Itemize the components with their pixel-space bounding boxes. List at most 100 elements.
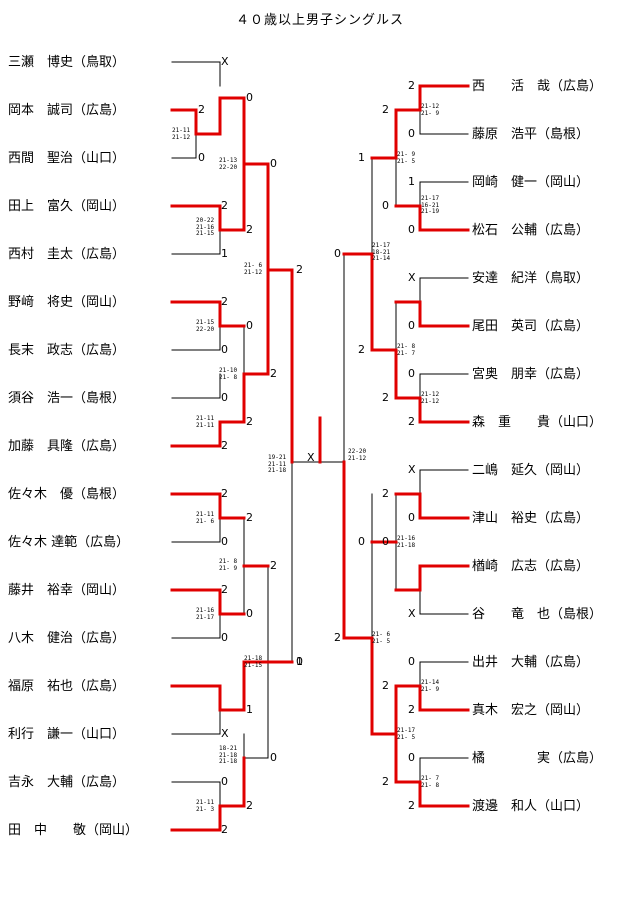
right-player: 安達 紀洋（鳥取） [472,271,590,286]
match-mark: X [221,727,229,740]
right-player: 渡邊 和人（山口） [472,799,590,814]
match-score: 2 [408,799,415,812]
left-player: 佐々木 優（島根） [8,487,126,502]
right-player: 橘 実（広島） [472,751,603,766]
right-player: 二嶋 延久（岡山） [472,463,590,478]
left-player: 岡本 誠司（広島） [8,103,126,118]
right-player: 尾田 英司（広島） [472,319,590,334]
match-mark: X [408,607,416,620]
match-score: 2 [382,775,389,788]
match-score: 2 [270,559,277,572]
game-score: 21-15 22-20 [196,319,215,333]
match-score: 2 [246,799,253,812]
match-mark: X [221,55,229,68]
final-mark: X [307,451,315,464]
left-player: 加藤 具隆（広島） [8,439,126,454]
match-score: 1 [358,151,365,164]
game-score: 21-13 22-20 [219,157,238,171]
game-score: 21- 8 21- 7 [397,343,416,357]
game-score: 21- 6 21-12 [244,262,263,276]
game-score: 21-17 18-21 21-14 [372,242,391,262]
right-player: 岡崎 健一（岡山） [472,175,590,190]
game-score: 21-17 16-21 21-19 [421,195,440,215]
match-score: 0 [221,391,228,404]
left-player: 三瀬 博史（鳥取） [8,55,126,70]
match-score: 1 [408,175,415,188]
right-player: 宮奥 朋幸（広島） [472,367,590,382]
match-score: 0 [296,655,303,668]
game-score: 21-10 21- 8 [219,367,238,381]
match-score: 0 [198,151,205,164]
match-score: 2 [221,199,228,212]
match-score: 2 [221,295,228,308]
match-score: 2 [221,823,228,836]
left-player: 長末 政志（広島） [8,343,126,358]
match-score: 0 [334,247,341,260]
game-score: 21-11 21- 6 [196,511,215,525]
left-player: 吉永 大輔（広島） [8,775,126,790]
right-player: 津山 裕史（広島） [472,511,590,526]
match-score: 0 [408,223,415,236]
game-score: 21-12 21- 9 [421,103,440,117]
match-score: 2 [198,103,205,116]
match-score: 0 [221,343,228,356]
match-score: 1 [246,703,253,716]
match-score: 0 [246,319,253,332]
match-score: 0 [221,775,228,788]
match-score: 0 [221,631,228,644]
left-player: 藤井 裕幸（岡山） [8,583,126,598]
game-score: 22-20 21-12 [348,448,367,462]
right-player: 森 重 貴（山口） [472,415,603,430]
right-player: 谷 竜 也（島根） [472,607,603,622]
right-player: 松石 公輔（広島） [472,223,590,238]
game-score: 21- 9 21- 5 [397,151,416,165]
match-score: 2 [246,223,253,236]
game-score: 21-12 21-12 [421,391,440,405]
right-player: 西 活 哉（広島） [472,79,603,94]
match-score: 2 [246,511,253,524]
game-score: 21- 7 21- 8 [421,775,440,789]
match-score: 1 [296,655,303,668]
left-player: 佐々木 達範（広島） [8,535,130,550]
match-score: 2 [382,391,389,404]
match-mark: X [408,463,416,476]
match-score: 2 [382,103,389,116]
match-score: 0 [408,367,415,380]
match-score: 0 [270,751,277,764]
right-player: 楢崎 広志（広島） [472,559,590,574]
game-score: 18-21 21-18 21-18 [219,745,238,765]
match-score: 0 [408,751,415,764]
game-score: 21-14 21- 9 [421,679,440,693]
match-mark: X [408,271,416,284]
match-score: 0 [246,607,253,620]
match-score: 2 [246,415,253,428]
game-score: 21-16 21-17 [196,607,215,621]
match-score: 0 [408,319,415,332]
left-player: 福原 祐也（広島） [8,679,126,694]
match-score: 2 [221,583,228,596]
match-score: 2 [382,487,389,500]
game-score: 21-17 21- 5 [397,727,416,741]
match-score: 2 [221,487,228,500]
game-score: 19-21 21-11 21-18 [268,454,287,474]
match-score: 0 [382,535,389,548]
page-title: ４０歳以上男子シングルス [235,13,404,28]
match-score: 0 [408,127,415,140]
match-score: 0 [246,91,253,104]
left-player: 田上 富久（岡山） [8,199,126,214]
left-player: 八木 健治（広島） [8,631,126,646]
match-score: 0 [382,199,389,212]
match-score: 2 [408,79,415,92]
left-player: 利行 謙一（山口） [8,727,126,742]
match-score: 2 [270,367,277,380]
match-score: 2 [358,343,365,356]
game-score: 20-22 21-16 21-15 [196,217,215,237]
left-player: 野﨑 将史（岡山） [8,295,126,310]
match-score: 0 [408,655,415,668]
game-score: 21-11 21- 3 [196,799,215,813]
left-player: 須谷 浩一（島根） [8,391,126,406]
right-player: 藤原 浩平（島根） [472,127,590,142]
game-score: 21-16 21-18 [397,535,416,549]
